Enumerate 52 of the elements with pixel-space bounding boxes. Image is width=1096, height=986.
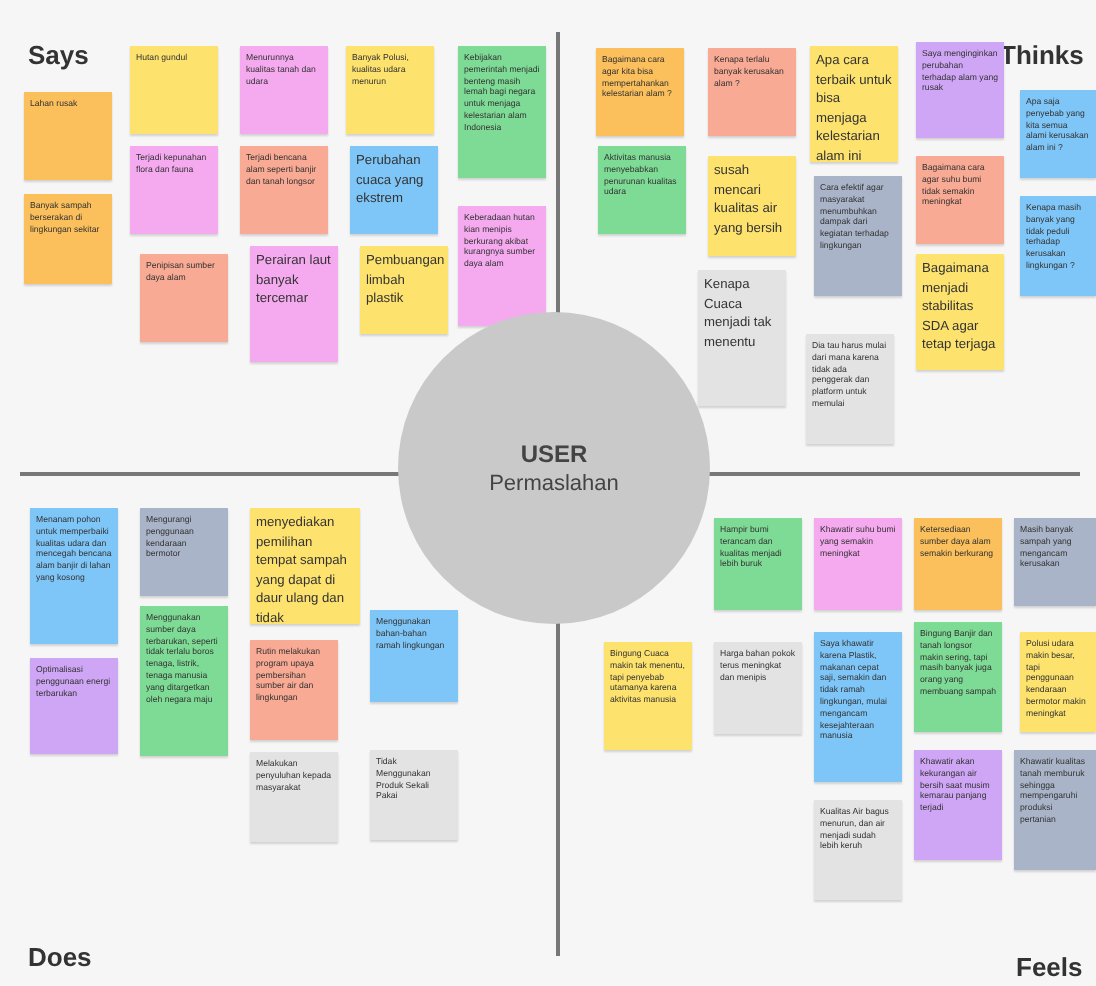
sticky-note xyxy=(24,194,112,284)
sticky-note xyxy=(1020,196,1096,296)
sticky-note xyxy=(914,518,1002,610)
sticky-note xyxy=(698,270,786,406)
sticky-note xyxy=(346,46,434,134)
sticky-note xyxy=(916,156,1004,244)
quadrant-heading: Feels xyxy=(1016,952,1083,982)
sticky-note xyxy=(914,622,1002,732)
sticky-note xyxy=(714,518,802,610)
sticky-note xyxy=(708,156,796,256)
sticky-note xyxy=(370,750,458,840)
sticky-note xyxy=(240,146,328,234)
sticky-note xyxy=(370,610,458,702)
sticky-note xyxy=(130,146,218,234)
sticky-note xyxy=(24,92,112,180)
sticky-note xyxy=(240,46,328,134)
sticky-note xyxy=(350,146,438,234)
sticky-note xyxy=(806,334,894,444)
sticky-note xyxy=(30,508,118,644)
sticky-note xyxy=(916,42,1004,138)
sticky-note xyxy=(140,254,228,342)
sticky-note xyxy=(1014,518,1096,606)
sticky-note xyxy=(814,518,902,610)
sticky-note xyxy=(140,606,228,756)
sticky-note xyxy=(250,508,360,624)
sticky-note xyxy=(596,48,684,136)
sticky-note xyxy=(814,632,902,782)
sticky-note xyxy=(916,254,1004,370)
sticky-note xyxy=(914,750,1002,860)
sticky-note xyxy=(458,206,546,326)
sticky-note xyxy=(130,46,218,134)
quadrant-heading: Says xyxy=(28,40,89,70)
sticky-note xyxy=(598,146,686,234)
quadrant-heading: Does xyxy=(28,942,92,972)
sticky-note xyxy=(1020,632,1096,732)
sticky-note xyxy=(360,246,448,334)
sticky-note xyxy=(1020,90,1096,178)
sticky-note xyxy=(250,752,338,842)
sticky-note xyxy=(604,642,692,750)
sticky-note xyxy=(814,800,902,900)
quadrant-heading: Thinks xyxy=(1000,40,1084,70)
sticky-note xyxy=(814,176,902,296)
sticky-note xyxy=(250,246,338,362)
sticky-note xyxy=(458,46,546,178)
sticky-note xyxy=(714,642,802,734)
sticky-note xyxy=(250,640,338,740)
sticky-note xyxy=(30,658,118,754)
sticky-note xyxy=(140,508,228,596)
circle-subtitle: Permaslahan xyxy=(487,472,621,496)
circle-title: USER xyxy=(518,440,590,468)
sticky-note xyxy=(708,48,796,136)
sticky-note xyxy=(1014,750,1096,870)
